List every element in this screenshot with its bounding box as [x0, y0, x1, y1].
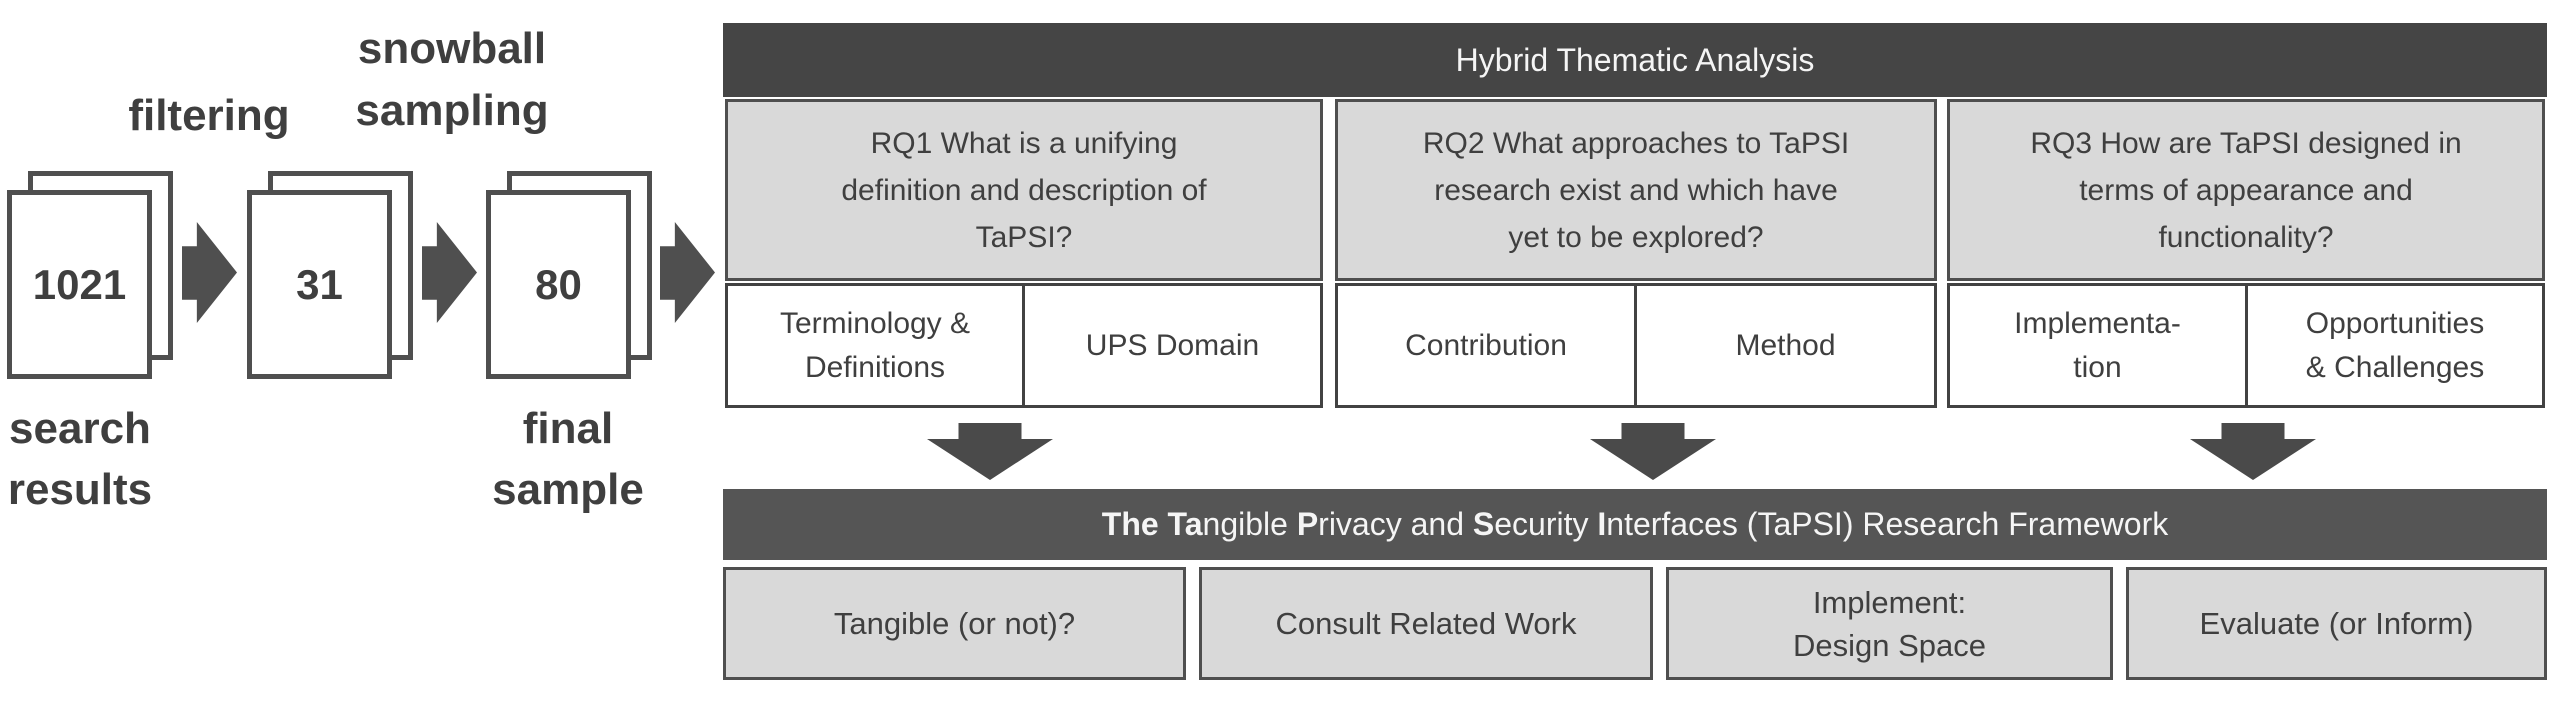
- down-arrow-icon: [2190, 423, 2316, 480]
- rq2-question-box: RQ2 What approaches to TaPSI research ex…: [1335, 99, 1937, 281]
- snowball-sampling-label: snowball sampling: [355, 24, 549, 135]
- stage-box-implement-design-space: Implement: Design Space: [1666, 567, 2113, 680]
- framework-title-part: P: [1296, 506, 1319, 542]
- framework-title-part: The Ta: [1101, 506, 1203, 542]
- flow-arrow-right-icon: [660, 222, 715, 323]
- theme-box-implementation: Implementa- tion: [1947, 283, 2248, 408]
- stage-box-evaluate-or-inform: Evaluate (or Inform): [2126, 567, 2547, 680]
- framework-title-part: nterfaces (TaPSI) Research Framework: [1606, 506, 2169, 542]
- stage-box-consult-related-work: Consult Related Work: [1199, 567, 1653, 680]
- doc-count: 1021: [32, 260, 127, 308]
- flow-arrow-right-icon: [182, 222, 237, 323]
- final-sample-label: final sample: [492, 404, 644, 514]
- doc-count: 31: [296, 260, 343, 308]
- rq3-question-box: RQ3 How are TaPSI designed in terms of a…: [1947, 99, 2545, 281]
- rq1-question-box: RQ1 What is a unifying definition and de…: [725, 99, 1323, 281]
- hybrid-thematic-analysis-header: Hybrid Thematic Analysis: [723, 23, 2547, 97]
- framework-title-part: ecurity: [1494, 506, 1598, 542]
- down-arrow-icon: [1590, 423, 1716, 480]
- framework-title-part: rivacy and: [1318, 506, 1473, 542]
- theme-box-method: Method: [1634, 283, 1937, 408]
- framework-title-part: ngible: [1202, 506, 1297, 542]
- filtering-label: filtering: [128, 91, 290, 140]
- framework-title-part: I: [1597, 506, 1607, 542]
- doc-front-page: 80: [486, 190, 631, 379]
- theme-box-ups-domain: UPS Domain: [1022, 283, 1323, 408]
- header-title: Hybrid Thematic Analysis: [1455, 41, 1815, 78]
- search-results-label: search results: [7, 404, 153, 514]
- framework-title-part: S: [1472, 506, 1495, 542]
- theme-box-contribution: Contribution: [1335, 283, 1637, 408]
- flow-arrow-right-icon: [422, 222, 477, 323]
- theme-box-opportunities-challenges: Opportunities & Challenges: [2245, 283, 2545, 408]
- doc-count: 80: [535, 260, 582, 308]
- stage-box-tangible-or-not: Tangible (or not)?: [723, 567, 1186, 680]
- doc-front-page: 1021: [7, 190, 152, 379]
- doc-front-page: 31: [247, 190, 392, 379]
- theme-box-terminology-definitions: Terminology & Definitions: [725, 283, 1025, 408]
- down-arrow-icon: [927, 423, 1053, 480]
